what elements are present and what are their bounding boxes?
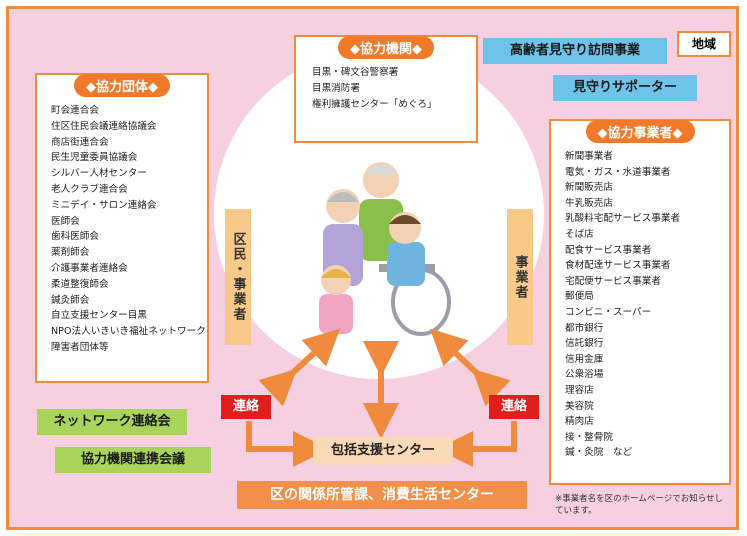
cooperating-groups-title: ◆協力団体◆ (74, 74, 170, 97)
arrows-layer (246, 328, 517, 467)
list-item: 自立支援センター目黒 (51, 310, 147, 322)
partner-orgs-list: 目黒・碑文谷警察署目黒消防署権利擁護センター「めぐろ」 (312, 65, 476, 112)
list-item: 郵便局 (565, 291, 594, 303)
support-center-box: 包括支援センター (313, 437, 453, 465)
list-item: 公衆浴場 (565, 369, 604, 381)
contact-left-badge: 連絡 (221, 395, 271, 419)
contact-right-badge: 連絡 (489, 395, 539, 419)
list-item: 歯科医師会 (51, 231, 99, 243)
network-meeting-label: ネットワーク連絡会 (37, 409, 187, 435)
girl-body (319, 294, 353, 334)
cooperating-businesses-list: 新聞事業者電気・ガス・水道事業者新聞販売店牛乳販売店乳酸料宅配サービス事業者そば… (565, 149, 729, 461)
cooperating-groups-panel: ◆協力団体◆ 町会連合会住区住民会議連絡協議会商店街連合会民生児童委員協議会シル… (35, 73, 209, 383)
list-item: 民生児童委員協議会 (51, 152, 138, 164)
coop-liaison-label: 協力機関連携会議 (55, 447, 211, 473)
list-item: 障害者団体等 (51, 341, 109, 353)
list-item: 鍼灸師会 (51, 294, 90, 306)
businesses-bar: 事業者 (507, 209, 533, 345)
list-item: 目黒・碑文谷警察署 (312, 67, 399, 78)
boy-hair (389, 215, 421, 224)
partner-orgs-title: ◆協力機関◆ (338, 36, 434, 59)
list-item: 信託銀行 (565, 338, 604, 350)
list-item: 美容院 (565, 400, 594, 412)
people-illustration (319, 162, 451, 336)
partner-orgs-panel: ◆協力機関◆ 目黒・碑文谷警察署目黒消防署権利擁護センター「めぐろ」 (294, 35, 478, 143)
cooperating-groups-list: 町会連合会住区住民会議連絡協議会商店街連合会民生児童委員協議会シルバー人材センタ… (51, 103, 207, 356)
list-item: 住区住民会議連絡協議会 (51, 120, 157, 132)
arrow-left-elbow (246, 421, 329, 467)
elderly-visit-label: 高齢者見守り訪問事業 (483, 38, 667, 64)
list-item: 精肉店 (565, 416, 594, 428)
list-item: ミニデイ・サロン連絡会 (51, 199, 157, 211)
list-item: 薬剤師会 (51, 247, 90, 259)
list-item: 介護事業者連絡会 (51, 262, 128, 274)
residents-bar: 区民・事業者 (225, 209, 251, 345)
list-item: 信用金庫 (565, 353, 604, 365)
list-item: そば店 (565, 228, 594, 240)
list-item: 食材配達サービス事業者 (565, 260, 671, 272)
list-item: 新聞販売店 (565, 182, 613, 194)
girl-hair (321, 269, 351, 278)
watch-supporter-label: 見守りサポーター (553, 75, 697, 101)
arrow-right-elbow (437, 421, 517, 467)
list-item: 柔道整復師会 (51, 278, 109, 290)
related-departments-bar: 区の関係所管課、消費生活センター (237, 481, 527, 509)
list-item: 老人クラブ連合会 (51, 183, 128, 195)
list-item: 都市銀行 (565, 322, 604, 334)
list-item: 町会連合会 (51, 105, 99, 116)
list-item: 権利擁護センター「めぐろ」 (312, 98, 437, 110)
cooperating-businesses-title: ◆協力事業者◆ (585, 120, 695, 143)
list-item: 宅配便サービス事業者 (565, 275, 661, 287)
list-item: 新聞事業者 (565, 151, 613, 162)
region-label: 地域 (677, 31, 731, 57)
list-item: 牛乳販売店 (565, 197, 613, 209)
grandpa-hair (365, 164, 397, 174)
list-item: 鍼・灸院 など (565, 447, 633, 459)
boy-body (387, 242, 425, 286)
list-item: コンビニ・スーパー (565, 306, 652, 318)
list-item: 接・整骨院 (565, 431, 613, 443)
list-item: 医師会 (51, 215, 80, 227)
arrow-right-diagonal (429, 328, 511, 407)
list-item: 商店街連合会 (51, 136, 109, 148)
grandma-hair (327, 192, 359, 202)
list-item: 配食サービス事業者 (565, 244, 652, 256)
list-item: 電気・ガス・水道事業者 (565, 166, 671, 178)
cooperating-businesses-panel: ◆協力事業者◆ 新聞事業者電気・ガス・水道事業者新聞販売店牛乳販売店乳酸料宅配サ… (549, 119, 731, 485)
diagram-frame: ◆協力機関◆ 目黒・碑文谷警察署目黒消防署権利擁護センター「めぐろ」 ◆協力団体… (6, 6, 739, 530)
footnote: ※事業者名を区のホームページでお知らせしています。 (555, 494, 724, 516)
list-item: 目黒消防署 (312, 82, 360, 94)
list-item: 乳酸料宅配サービス事業者 (565, 213, 681, 225)
list-item: NPO法人いきいき福祉ネットワーク (51, 326, 206, 338)
list-item: 理容店 (565, 384, 594, 396)
list-item: シルバー人材センター (51, 168, 147, 180)
arrow-left-diagonal (258, 328, 341, 407)
